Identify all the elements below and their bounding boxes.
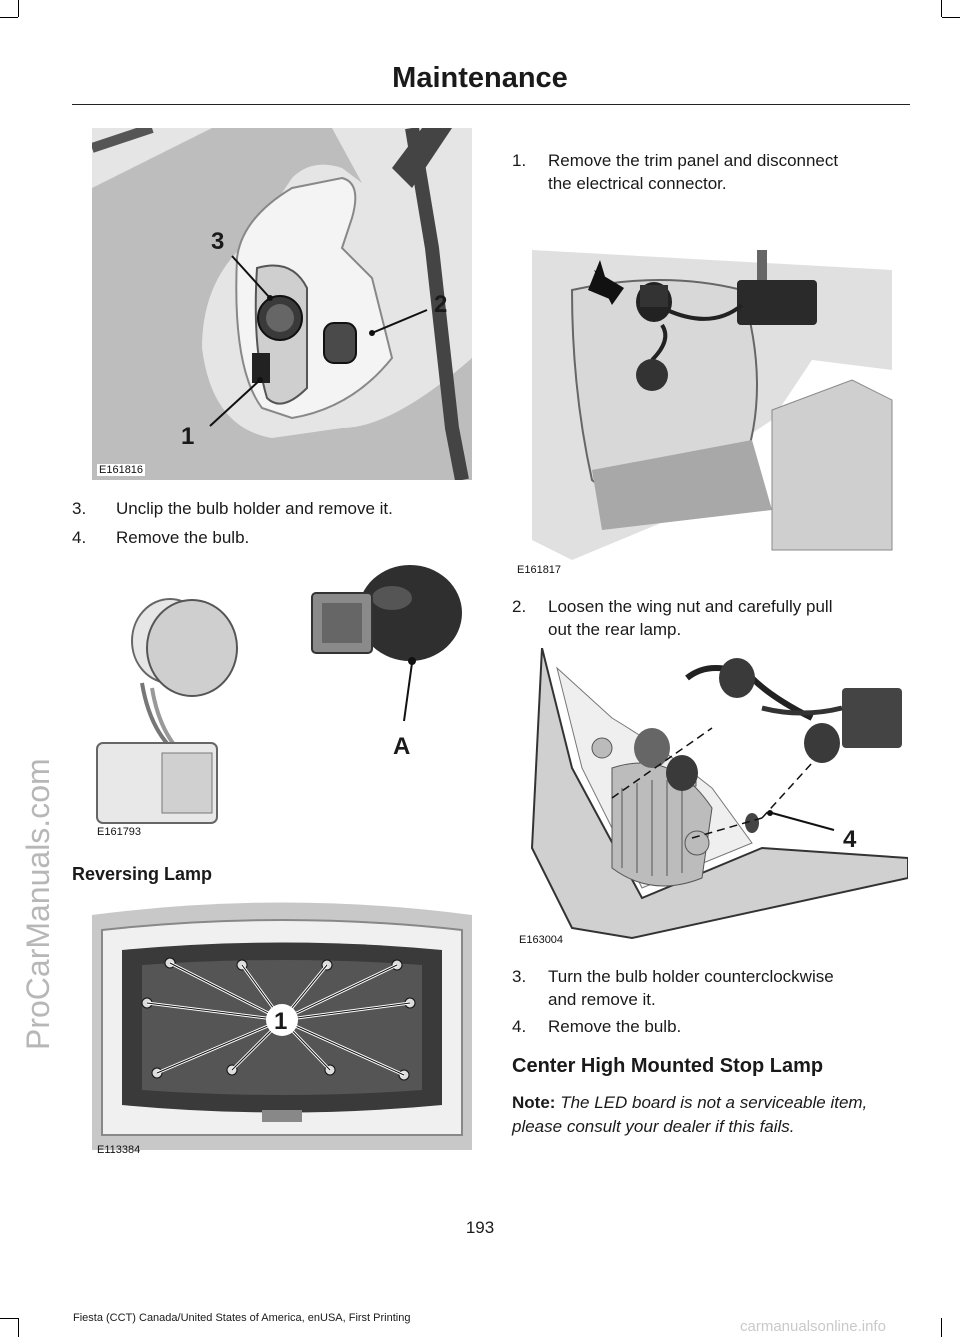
callout-4: 4 [843,826,857,853]
crop-mark [941,0,942,17]
crop-mark [18,1318,19,1337]
callout-1: 1 [181,423,195,450]
figure-code: E163004 [517,934,566,946]
step-text-cont: out the rear lamp. [548,620,682,639]
figure-bulb [92,563,472,841]
section-heading: Center High Mounted Stop Lamp [512,1055,824,1077]
step-text: Remove the trim panel and disconnect [548,151,839,170]
crop-mark [941,1318,942,1337]
step-number: 4. [72,528,87,547]
figure-code: E113384 [97,1144,141,1156]
step-text: Remove the bulb. [548,1017,682,1036]
section-heading: Reversing Lamp [72,864,213,884]
step-number: 3. [512,967,527,986]
step-number: 1. [512,151,527,170]
figure-code: E161816 [97,464,146,476]
footer-text: Fiesta (CCT) Canada/United States of Ame… [73,1312,411,1324]
note-block: Note: The LED board is not a serviceable… [512,1091,912,1139]
figure-code: E161817 [517,564,562,576]
callout-3: 3 [211,228,225,255]
callout-2: 2 [434,291,448,318]
callout-1: 1 [274,1008,288,1035]
step-text: Turn the bulb holder counterclockwise [548,967,834,986]
callout-a: A [393,733,411,760]
page-title: Maintenance [392,62,568,94]
step-text: Remove the bulb. [116,528,250,547]
sidebar-watermark: ProCarManuals.com [20,758,56,1050]
figure-lamp-housing [92,128,472,480]
figure-connector [512,210,908,580]
crop-mark [942,17,960,18]
step-item: 3. Turn the bulb holder counterclockwise… [512,966,912,1014]
figure-code: E161793 [97,826,142,838]
step-number: 2. [512,597,527,616]
step-item: 4. Remove the bulb. [512,1016,912,1040]
header-rule [72,104,910,105]
step-number: 3. [72,499,87,518]
figure-rear-lamp [512,648,908,946]
note-text: The LED board is not a serviceable item,… [512,1093,868,1136]
figure-tailgate [92,895,472,1150]
step-text: Loosen the wing nut and carefully pull [548,597,833,616]
step-item: 2. Loosen the wing nut and carefully pul… [512,596,912,644]
step-number: 4. [512,1017,527,1036]
crop-mark [18,0,19,17]
step-text-cont: and remove it. [548,990,656,1009]
step-text: Unclip the bulb holder and remove it. [116,499,393,518]
step-item: 1. Remove the trim panel and disconnect … [512,150,912,198]
crop-mark [0,1318,18,1319]
site-watermark: carmanualsonline.info [740,1318,886,1335]
page-number: 193 [465,1218,495,1237]
step-text-cont: the electrical connector. [548,174,727,193]
note-label: Note: [512,1093,556,1112]
crop-mark [0,17,18,18]
